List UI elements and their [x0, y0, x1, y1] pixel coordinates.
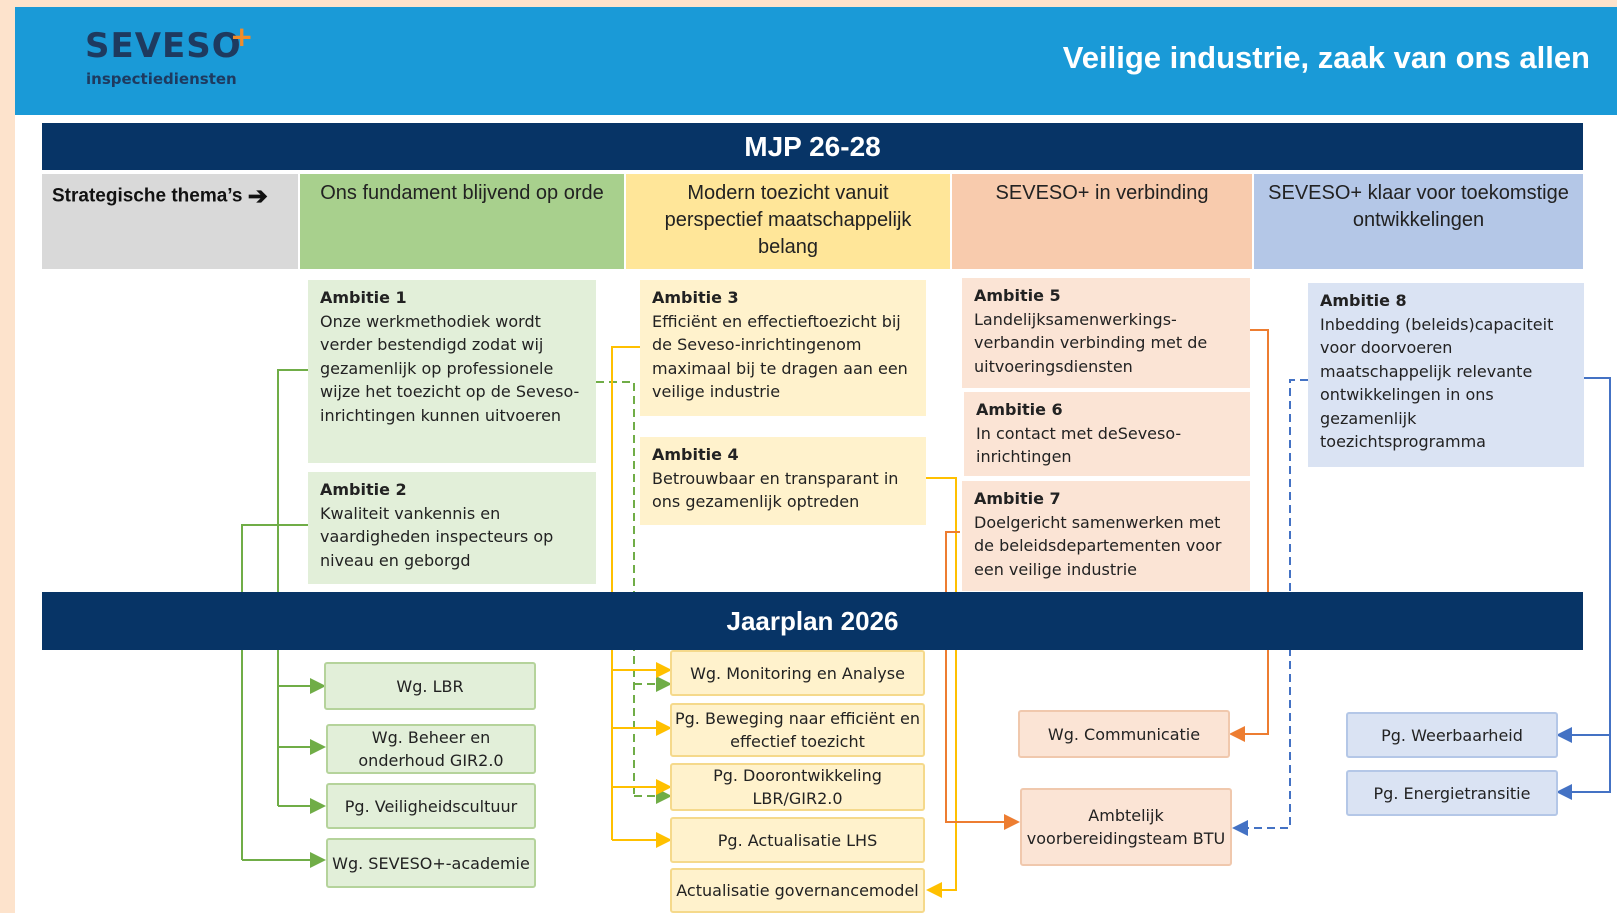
theme-verbinding: SEVESO+ in verbinding [952, 174, 1252, 269]
ambitie-1-title: Ambitie 1 [320, 288, 407, 307]
ambitie-5-title: Ambitie 5 [974, 286, 1061, 305]
ambitie-5-box: Ambitie 5 Landelijksamenwerkings-verband… [962, 278, 1250, 388]
ambitie-8-title: Ambitie 8 [1320, 291, 1407, 310]
group-wg-monitoring: Wg. Monitoring en Analyse [670, 650, 925, 696]
ambitie-1-box: Ambitie 1 Onze werkmethodiek wordt verde… [308, 280, 596, 463]
strategic-themes-label: Strategische thema’s ➔ [42, 174, 298, 269]
group-btu: Ambtelijk voorbereidingsteam BTU [1020, 788, 1232, 866]
theme-fundament: Ons fundament blijvend op orde [300, 174, 624, 269]
group-wg-academie: Wg. SEVESO+-academie [326, 838, 536, 888]
theme-toekomst: SEVESO+ klaar voor toekomstige ontwikkel… [1254, 174, 1583, 269]
group-governancemodel: Actualisatie governancemodel [670, 868, 925, 913]
logo-plus-icon: + [230, 20, 254, 53]
strategic-themes-text: Strategische thema’s [52, 185, 243, 207]
ambitie-5-text: Landelijksamenwerkings-verbandin verbind… [974, 309, 1208, 376]
group-wg-lbr: Wg. LBR [324, 662, 536, 710]
ambitie-7-text: Doelgericht samenwerken met de beleidsde… [974, 512, 1222, 579]
line-ambitie2 [241, 524, 326, 868]
ambitie-6-text: In contact met deSeveso-inrichtingen [976, 423, 1182, 467]
group-pg-lhs: Pg. Actualisatie LHS [670, 817, 925, 863]
ambitie-3-box: Ambitie 3 Efficiënt en effectieftoezicht… [640, 280, 926, 416]
ambitie-3-title: Ambitie 3 [652, 288, 739, 307]
tagline: Veilige industrie, zaak van ons allen [1062, 40, 1590, 75]
ambitie-7-box: Ambitie 7 Doelgericht samenwerken met de… [962, 481, 1250, 591]
ambitie-4-title: Ambitie 4 [652, 445, 739, 464]
group-wg-beheer-gir: Wg. Beheer en onderhoud GIR2.0 [326, 724, 536, 774]
line-ambitie4 [926, 477, 957, 898]
group-wg-communicatie: Wg. Communicatie [1018, 710, 1230, 758]
banner-jaarplan: Jaarplan 2026 [42, 592, 1583, 650]
ambitie-2-title: Ambitie 2 [320, 480, 407, 499]
line-ambitie1 [277, 369, 326, 814]
ambitie-8-text: Inbedding (beleids)capaciteit voor doorv… [1320, 314, 1554, 452]
ambitie-6-box: Ambitie 6 In contact met deSeveso-inrich… [964, 392, 1250, 476]
group-pg-weerbaarheid: Pg. Weerbaarheid [1346, 712, 1558, 758]
line-blue [1556, 377, 1611, 800]
line-ambitie1-dashed [596, 381, 672, 804]
right-arrow-icon: ➔ [247, 183, 268, 210]
group-pg-energietransitie: Pg. Energietransitie [1346, 770, 1558, 816]
logo-subtitle: inspectiediensten [86, 70, 237, 88]
theme-modern-toezicht: Modern toezicht vanuit perspectief maats… [626, 174, 950, 269]
ambitie-6-title: Ambitie 6 [976, 400, 1063, 419]
line-orange [945, 329, 1269, 830]
group-pg-doorontwikkeling: Pg. Doorontwikkeling LBR/GIR2.0 [670, 763, 925, 811]
ambitie-4-text: Betrouwbaar en transparant in ons gezame… [652, 468, 899, 512]
ambitie-8-box: Ambitie 8 Inbedding (beleids)capaciteit … [1308, 283, 1584, 467]
ambitie-2-box: Ambitie 2 Kwaliteit vankennis en vaardig… [308, 472, 596, 584]
ambitie-4-box: Ambitie 4 Betrouwbaar en transparant in … [640, 437, 926, 525]
header-bar [15, 7, 1617, 115]
ambitie-2-text: Kwaliteit vankennis en vaardigheden insp… [320, 503, 554, 570]
group-pg-beweging: Pg. Beweging naar efficiënt en effectief… [670, 703, 925, 757]
line-ambitie3 [611, 346, 672, 848]
ambitie-3-text: Efficiënt en effectieftoezicht bij de Se… [652, 311, 908, 402]
logo-text: SEVESO [85, 26, 242, 66]
ambitie-1-text: Onze werkmethodiek wordt verder bestendi… [320, 311, 580, 425]
ambitie-7-title: Ambitie 7 [974, 489, 1061, 508]
group-pg-veiligheidscultuur: Pg. Veiligheidscultuur [326, 783, 536, 829]
banner-mjp: MJP 26-28 [42, 123, 1583, 170]
